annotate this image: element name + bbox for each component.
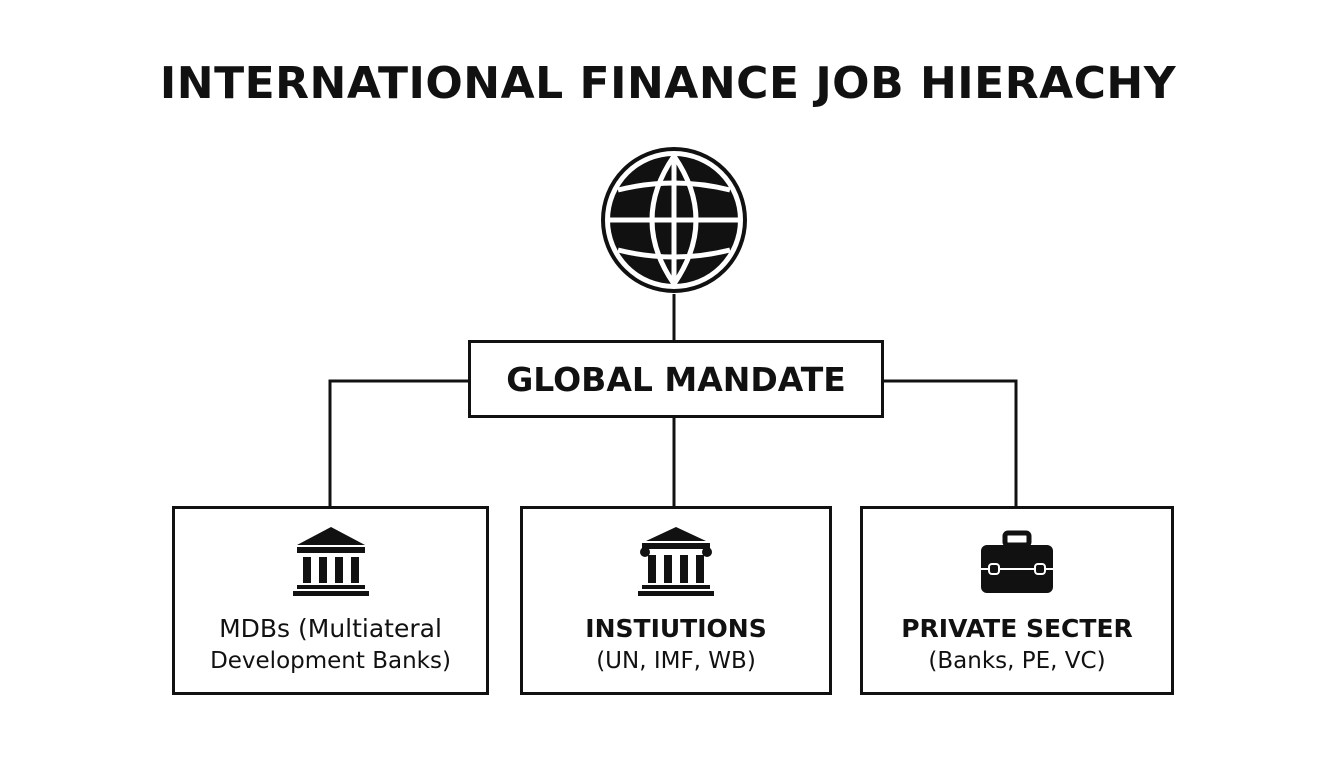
briefcase-icon xyxy=(981,530,1053,593)
global-mandate-box: GLOBAL MANDATE xyxy=(468,340,884,418)
bank-building-icon xyxy=(292,527,369,596)
institutions-subtitle: (UN, IMF, WB) xyxy=(596,648,756,674)
mdbs-text: MDBs (Multiateral Development Banks) xyxy=(175,613,486,677)
private-sector-box: PRIVATE SECTER (Banks, PE, VC) xyxy=(860,506,1174,695)
globe-icon xyxy=(601,147,747,293)
mdbs-title: MDBs (Multiateral xyxy=(219,614,442,643)
connector-mandate-to-mdbs xyxy=(328,379,468,506)
institutions-text: INSTIUTIONS (UN, IMF, WB) xyxy=(523,613,829,677)
private-sector-title: PRIVATE SECTER xyxy=(901,614,1133,643)
diagram-title: INTERNATIONAL FINANCE JOB HIERACHY xyxy=(159,58,1177,109)
private-sector-text: PRIVATE SECTER (Banks, PE, VC) xyxy=(863,613,1171,677)
global-mandate-label: GLOBAL MANDATE xyxy=(506,359,846,399)
connector-mandate-to-private xyxy=(884,379,1018,506)
institution-building-icon xyxy=(638,527,714,596)
institutions-box: INSTIUTIONS (UN, IMF, WB) xyxy=(520,506,832,695)
private-sector-subtitle: (Banks, PE, VC) xyxy=(928,648,1106,674)
mdbs-subtitle: Development Banks) xyxy=(210,648,451,674)
mdbs-box: MDBs (Multiateral Development Banks) xyxy=(172,506,489,695)
institutions-title: INSTIUTIONS xyxy=(585,614,767,643)
